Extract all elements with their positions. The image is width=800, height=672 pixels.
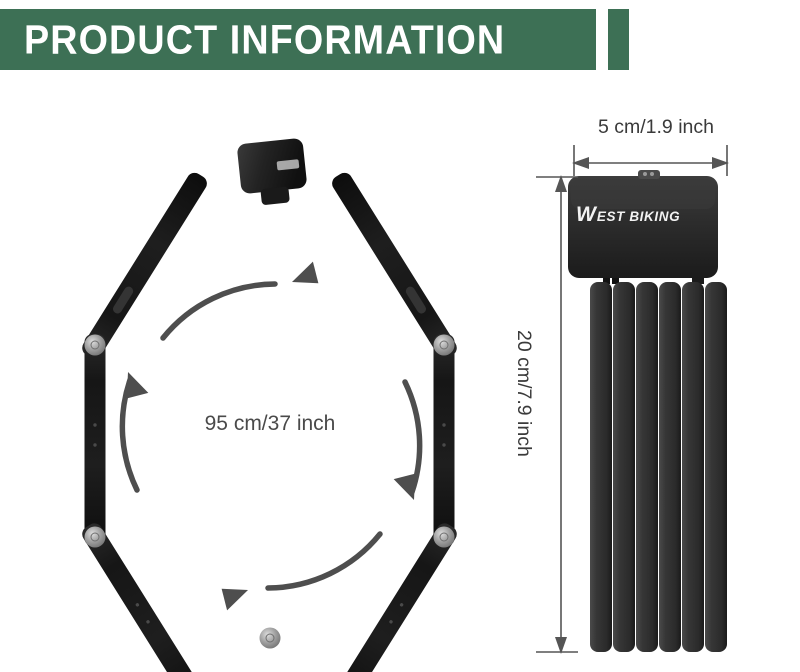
lock-rivet bbox=[433, 526, 455, 548]
west-biking-logo-initial: W bbox=[576, 203, 597, 226]
lock-head bbox=[237, 138, 307, 205]
folded-bar-segment bbox=[590, 282, 612, 652]
dimension-height-label: 20 cm/7.9 inch bbox=[513, 330, 535, 457]
circumference-label: 95 cm/37 inch bbox=[204, 412, 336, 435]
lock-rivet bbox=[84, 526, 106, 548]
lock-shackle bbox=[603, 228, 704, 284]
header-bar-main bbox=[0, 9, 596, 70]
folded-bar-segment bbox=[613, 282, 635, 652]
right-product-folded-lock bbox=[568, 170, 727, 652]
folded-bar-segment bbox=[705, 282, 727, 652]
lock-bar-segment bbox=[82, 523, 207, 672]
lock-bar-segment bbox=[332, 523, 457, 672]
rotation-arrow-icon bbox=[119, 281, 423, 591]
page-title: PRODUCT INFORMATION bbox=[24, 16, 506, 62]
dimension-width-label: 5 cm/1.9 inch bbox=[598, 116, 714, 138]
dimension-line-width bbox=[572, 145, 729, 176]
header-banner: PRODUCT INFORMATION bbox=[0, 9, 800, 70]
lock-bar-segment bbox=[332, 172, 457, 359]
lock-bar-segment bbox=[433, 334, 455, 546]
header-bar-accent bbox=[608, 9, 629, 70]
folded-bar-segment bbox=[636, 282, 658, 652]
dimension-line-height bbox=[536, 175, 578, 654]
lock-bar-segment bbox=[84, 334, 106, 546]
lock-bar-segment bbox=[82, 172, 207, 359]
west-biking-logo-text: EST BIKING bbox=[596, 209, 681, 224]
lock-rivet bbox=[84, 334, 106, 356]
left-product-hexagon-lock bbox=[82, 138, 457, 672]
folded-bar-segment bbox=[659, 282, 681, 652]
lock-rivet bbox=[259, 627, 281, 649]
lock-rivet bbox=[433, 334, 455, 356]
folded-bar-segment bbox=[682, 282, 704, 652]
rotation-arrow-head-icon bbox=[126, 261, 416, 611]
